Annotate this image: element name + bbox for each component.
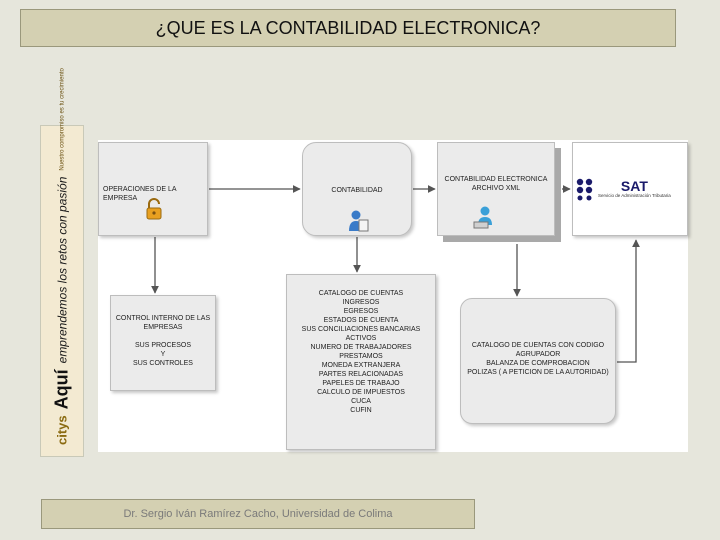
- lock-icon: [146, 198, 162, 220]
- accounting-item: EGRESOS: [343, 308, 379, 315]
- sat-name: SAT: [620, 178, 648, 194]
- xml-label: CONTABILIDAD ELECTRONICA ARCHIVO XML: [438, 175, 554, 193]
- computer-user-icon: [473, 206, 492, 229]
- side-banner-content: citys Aquí emprendemos los retos con pas…: [51, 68, 73, 451]
- internal-control-line-4: SUS PROCESOS: [134, 342, 191, 349]
- accounting-label: CONTABILIDAD: [331, 187, 383, 194]
- internal-control-line-6: SUS CONTROLES: [133, 360, 193, 367]
- sat-logo: SAT Servicio de Administración Tributari…: [573, 173, 691, 205]
- accounting-item: PAPELES DE TRABAJO: [322, 380, 400, 387]
- flow-diagram: OPERACIONES DE LA EMPRESA CONTABILIDAD C…: [98, 140, 688, 452]
- accounting-item: CATALOGO DE CUENTAS: [318, 290, 404, 297]
- accounting-item: NUMERO DE TRABAJADORES: [310, 344, 412, 351]
- internal-control-line-5: Y: [160, 351, 166, 358]
- catalog-item: BALANZA DE COMPROBACION: [486, 360, 590, 367]
- internal-control-line-2: EMPRESAS: [143, 324, 183, 331]
- accounting-box: CONTABILIDAD: [302, 142, 412, 236]
- side-brand: citys: [54, 415, 70, 445]
- side-headline: Aquí: [51, 369, 72, 410]
- accounting-item: MONEDA EXTRANJERA: [321, 362, 401, 369]
- side-slogan: emprendemos los retos con pasión: [55, 176, 69, 364]
- accounting-item: SUS CONCILIACIONES BANCARIAS: [301, 326, 421, 333]
- accounting-item: INGRESOS: [342, 299, 380, 306]
- side-banner: citys Aquí emprendemos los retos con pas…: [40, 68, 84, 457]
- accounting-item: PARTES RELACIONADAS: [318, 371, 404, 378]
- xml-label-line-2: ARCHIVO XML: [471, 185, 521, 192]
- internal-control-line-3: [111, 332, 215, 341]
- arrow-catalog-to-sat: [617, 239, 640, 363]
- accounting-item: CUCA: [351, 398, 371, 405]
- accounting-items-list: CATALOGO DE CUENTAS INGRESOS EGRESOS EST…: [287, 289, 435, 415]
- internal-control-line-1: CONTROL INTERNO DE LAS: [115, 315, 211, 322]
- accountant-icon: [349, 210, 369, 232]
- catalog-item: AGRUPADOR: [515, 351, 561, 358]
- accounting-items-box: CATALOGO DE CUENTAS INGRESOS EGRESOS EST…: [286, 274, 436, 450]
- sat-subtitle: Servicio de Administración Tributaria: [598, 193, 671, 198]
- flow-arrows: [151, 185, 640, 363]
- accounting-item: ACTIVOS: [345, 335, 377, 342]
- operations-box: OPERACIONES DE LA EMPRESA: [98, 142, 208, 236]
- catalog-items-list: CATALOGO DE CUENTAS CON CODIGO AGRUPADOR…: [461, 341, 615, 377]
- sat-box: SAT Servicio de Administración Tributari…: [572, 142, 688, 236]
- accounting-item: ESTADOS DE CUENTA: [323, 317, 399, 324]
- accounting-item: CALCULO DE IMPUESTOS: [317, 389, 405, 396]
- catalog-item: POLIZAS ( A PETICION DE LA AUTORIDAD): [467, 369, 609, 376]
- accounting-item: CUFIN: [350, 407, 372, 414]
- xml-label-line-1: CONTABILIDAD ELECTRONICA: [444, 176, 548, 183]
- internal-control-label: CONTROL INTERNO DE LAS EMPRESAS SUS PROC…: [111, 314, 215, 368]
- catalog-item: CATALOGO DE CUENTAS CON CODIGO: [471, 342, 605, 349]
- slide-title: ¿QUE ES LA CONTABILIDAD ELECTRONICA?: [20, 9, 676, 47]
- sat-emblem-icon: [576, 178, 593, 201]
- accounting-item: PRESTAMOS: [339, 353, 383, 360]
- catalog-box: CATALOGO DE CUENTAS CON CODIGO AGRUPADOR…: [460, 298, 616, 424]
- slide-footer: Dr. Sergio Iván Ramírez Cacho, Universid…: [41, 499, 475, 529]
- internal-control-box: CONTROL INTERNO DE LAS EMPRESAS SUS PROC…: [110, 295, 216, 391]
- side-subtext: Nuestro compromiso es tu crecimiento: [59, 68, 65, 171]
- xml-box: CONTABILIDAD ELECTRONICA ARCHIVO XML: [437, 142, 555, 236]
- operations-label: OPERACIONES DE LA EMPRESA: [103, 186, 177, 202]
